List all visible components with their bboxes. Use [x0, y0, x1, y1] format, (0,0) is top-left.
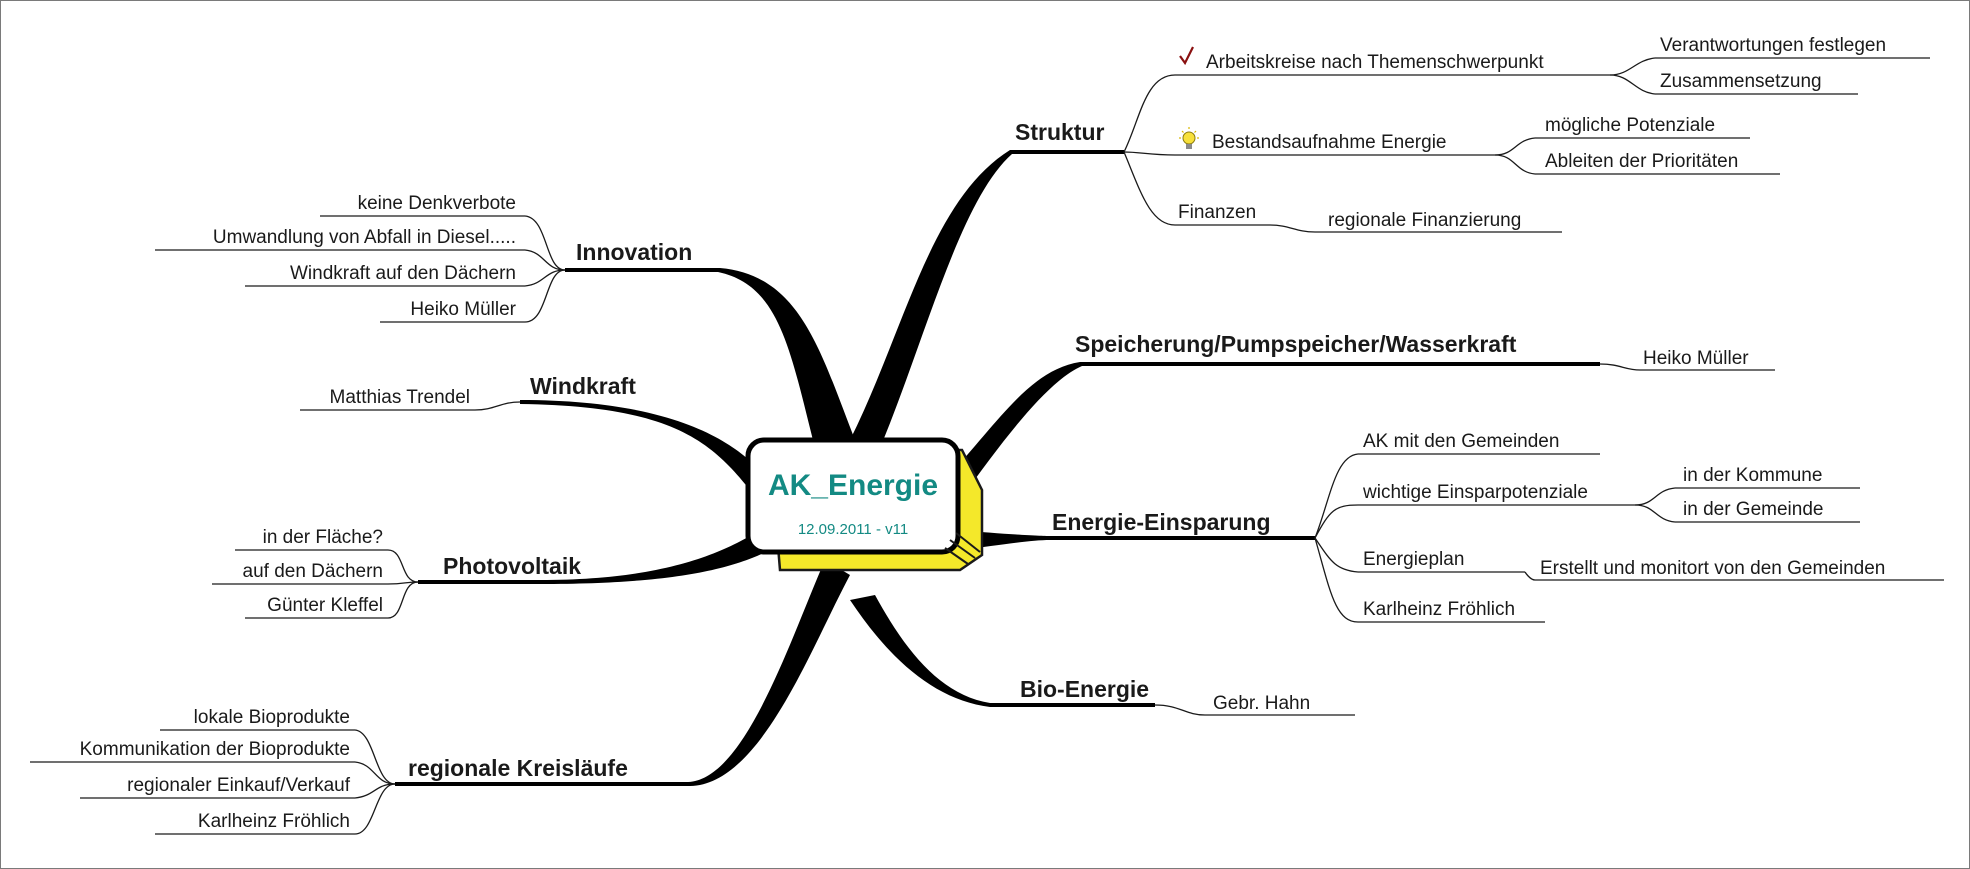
node-finanzen[interactable]: Finanzen [1178, 202, 1256, 223]
branch-label-kreislaeufe: regionale Kreisläufe [408, 755, 628, 781]
node-erstellt-monitort[interactable]: Erstellt und monitort von den Gemeinden [1540, 558, 1885, 579]
branch-shape-einsparung [960, 530, 1315, 550]
node-energieplan[interactable]: Energieplan [1363, 549, 1464, 570]
branch-shape-struktur [850, 150, 1124, 448]
main-branch-shapes [395, 150, 1600, 786]
central-topic-title: AK_Energie [768, 469, 938, 502]
node-auf-den-daechern[interactable]: auf den Dächern [243, 561, 384, 582]
node-in-der-kommune[interactable]: in der Kommune [1683, 465, 1822, 486]
node-verantwortungen[interactable]: Verantwortungen festlegen [1660, 35, 1886, 56]
branch-shape-kreislaeufe [395, 560, 850, 786]
branch-einsparung[interactable]: Energie-Einsparung AK mit den Gemeinden … [1052, 431, 1944, 623]
node-in-der-flaeche[interactable]: in der Fläche? [263, 527, 383, 548]
branch-shape-innovation [565, 268, 855, 448]
node-umwandlung-abfall[interactable]: Umwandlung von Abfall in Diesel..... [213, 227, 516, 248]
node-moegliche-potenziale[interactable]: mögliche Potenziale [1545, 115, 1715, 136]
node-bestandsaufnahme[interactable]: Bestandsaufnahme Energie [1212, 132, 1447, 153]
node-keine-denkverbote[interactable]: keine Denkverbote [358, 193, 516, 214]
node-heiko-mueller-innovation[interactable]: Heiko Müller [410, 299, 516, 320]
branch-speicherung[interactable]: Speicherung/Pumpspeicher/Wasserkraft Hei… [1075, 331, 1775, 371]
node-zusammensetzung[interactable]: Zusammensetzung [1660, 71, 1822, 92]
node-gebr-hahn[interactable]: Gebr. Hahn [1213, 693, 1310, 714]
branch-shape-bio [850, 595, 1155, 707]
node-guenter-kleffel[interactable]: Günter Kleffel [267, 595, 383, 616]
branch-label-einsparung: Energie-Einsparung [1052, 509, 1271, 535]
central-topic-box [745, 437, 961, 555]
central-topic[interactable]: AK_Energie 12.09.2011 - v11 [745, 437, 984, 572]
branch-photovoltaik[interactable]: Photovoltaik in der Fläche? auf den Däch… [212, 527, 581, 619]
node-kommunikation-bioprodukte[interactable]: Kommunikation der Bioprodukte [80, 739, 350, 760]
node-regionale-finanzierung[interactable]: regionale Finanzierung [1328, 210, 1521, 231]
branch-innovation[interactable]: Innovation keine Denkverbote Umwandlung … [155, 193, 692, 323]
node-prioritaeten[interactable]: Ableiten der Prioritäten [1545, 151, 1738, 172]
branch-shape-photovoltaik [418, 530, 770, 584]
node-ak-gemeinden[interactable]: AK mit den Gemeinden [1363, 431, 1559, 452]
node-matthias-trendel[interactable]: Matthias Trendel [330, 387, 470, 408]
node-karlheinz-kreislaeufe[interactable]: Karlheinz Fröhlich [198, 811, 350, 832]
branch-struktur[interactable]: Struktur Arbeitskreise nach Themenschwer… [1015, 35, 1930, 233]
branch-label-windkraft: Windkraft [530, 373, 636, 399]
central-topic-corner-hatch [944, 532, 981, 565]
node-regionaler-einkauf[interactable]: regionaler Einkauf/Verkauf [127, 775, 351, 796]
central-topic-date: 12.09.2011 - v11 [798, 521, 908, 538]
node-arbeitskreise[interactable]: Arbeitskreise nach Themenschwerpunkt [1206, 52, 1544, 73]
node-wichtige-einsparpotenziale[interactable]: wichtige Einsparpotenziale [1362, 482, 1588, 503]
branch-kreislaeufe[interactable]: regionale Kreisläufe lokale Bioprodukte … [30, 707, 628, 835]
branch-label-struktur: Struktur [1015, 119, 1105, 145]
branch-label-speicherung: Speicherung/Pumpspeicher/Wasserkraft [1075, 331, 1517, 357]
branch-windkraft[interactable]: Windkraft Matthias Trendel [300, 373, 636, 411]
node-heiko-mueller-speicherung[interactable]: Heiko Müller [1643, 348, 1749, 369]
branch-label-photovoltaik: Photovoltaik [443, 553, 581, 579]
checkmark-icon [1179, 46, 1194, 66]
node-windkraft-daecher[interactable]: Windkraft auf den Dächern [290, 263, 516, 284]
branch-shape-windkraft [520, 400, 760, 490]
branch-label-bio: Bio-Energie [1020, 676, 1149, 702]
node-karlheinz-einsparung[interactable]: Karlheinz Fröhlich [1363, 599, 1515, 620]
branch-label-innovation: Innovation [576, 239, 692, 265]
node-in-der-gemeinde[interactable]: in der Gemeinde [1683, 499, 1823, 520]
branch-bio[interactable]: Bio-Energie Gebr. Hahn [1020, 676, 1355, 716]
node-lokale-bioprodukte[interactable]: lokale Bioprodukte [194, 707, 350, 728]
lightbulb-icon [1179, 127, 1199, 149]
